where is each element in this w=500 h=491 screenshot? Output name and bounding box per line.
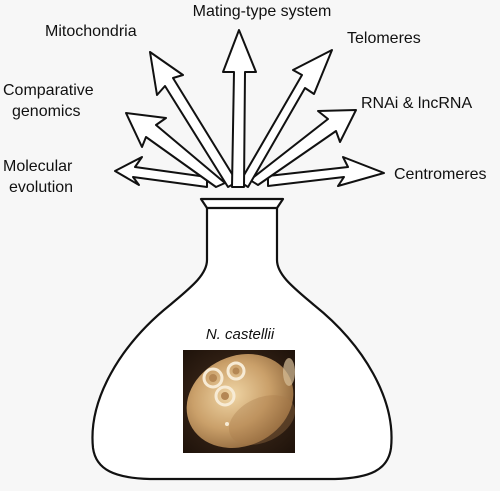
arrow-centromeres [267,156,385,187]
arrow-comparative-genomics [125,112,226,188]
label-mitochondria: Mitochondria [45,23,137,40]
label-comparative-line1: Comparative [3,82,94,99]
bud-scar-1 [202,367,224,389]
flask [91,197,393,481]
labels: Mating-type system Mitochondria Telomere… [3,3,486,196]
arrow-molecular-evolution [114,156,208,188]
flask-rim [199,197,285,210]
label-telomeres: Telomeres [347,30,421,47]
bud-scar-2 [226,361,246,381]
label-centromeres: Centromeres [394,166,486,183]
label-comparative-line2: genomics [12,103,80,120]
flask-caption: N. castellii [206,326,275,343]
bud-scar-3-inner [221,392,229,400]
cell-edge-highlight [283,358,295,386]
surface-speck [225,422,229,426]
arrow-telomeres [239,49,333,188]
arrow-rnai-lncrna [249,109,357,186]
bud-scar-2-inner [232,367,240,375]
flask-body [91,208,393,481]
bud-scar-1-inner [209,374,217,382]
arrows [114,29,385,188]
bud-scar-3 [214,385,236,407]
label-molecular-line2: evolution [9,179,73,196]
arrow-mating-type [222,29,257,188]
label-rnai-lncrna: RNAi & lncRNA [361,95,472,112]
label-mating-type: Mating-type system [193,3,332,20]
cell-shading [228,395,295,445]
yeast-cell-image [183,350,295,453]
arrow-mitochondria [149,51,238,188]
label-molecular-line1: Molecular [3,158,73,175]
